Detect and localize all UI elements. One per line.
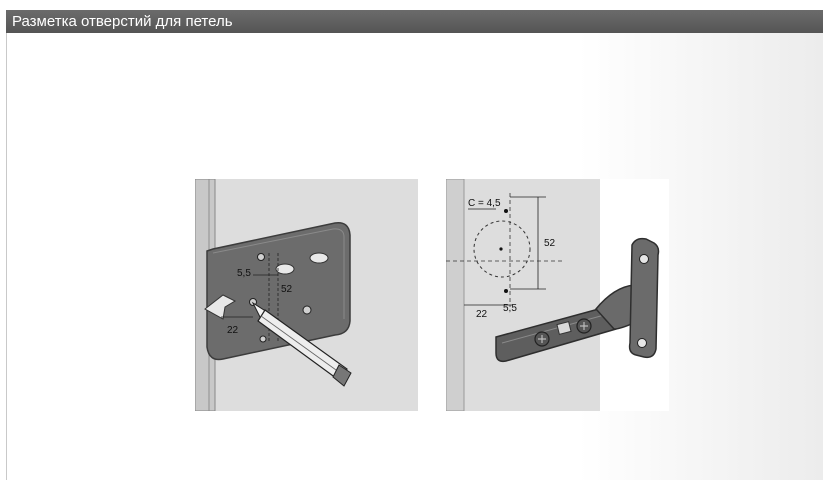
- cup-outline: [473, 220, 531, 278]
- slot-hole: [309, 252, 329, 264]
- dim-offset-label: 5,5: [237, 268, 251, 279]
- slot-hole: [275, 263, 295, 275]
- marking-template-drawing: 5,5 52 22: [195, 179, 418, 411]
- hinge-drawing: C = 4,5 52 22 5,5: [446, 179, 669, 411]
- notch-cutout: [204, 294, 237, 320]
- dim-vertical-label: 52: [281, 284, 293, 295]
- top-strip: [0, 0, 823, 10]
- dim-horizontal-label: 22: [227, 325, 239, 336]
- small-hole: [302, 305, 312, 315]
- small-hole: [257, 253, 265, 261]
- dim-vertical-label: 52: [544, 238, 556, 249]
- illustration-hinge: C = 4,5 52 22 5,5: [446, 179, 669, 411]
- page-title: Разметка отверстий для петель: [6, 10, 823, 33]
- pencil-icon: [251, 301, 352, 387]
- dim-cup-label: C = 4,5: [468, 198, 501, 209]
- dim-offset-label: 5,5: [503, 303, 517, 314]
- illustration-marking-template: 5,5 52 22: [195, 179, 418, 411]
- small-hole: [259, 335, 267, 343]
- door-panel: [446, 179, 600, 411]
- page-title-text: Разметка отверстий для петель: [12, 13, 233, 30]
- hinge-icon: [495, 237, 660, 363]
- door-edge: [446, 179, 465, 411]
- dim-horizontal-label: 22: [476, 309, 488, 320]
